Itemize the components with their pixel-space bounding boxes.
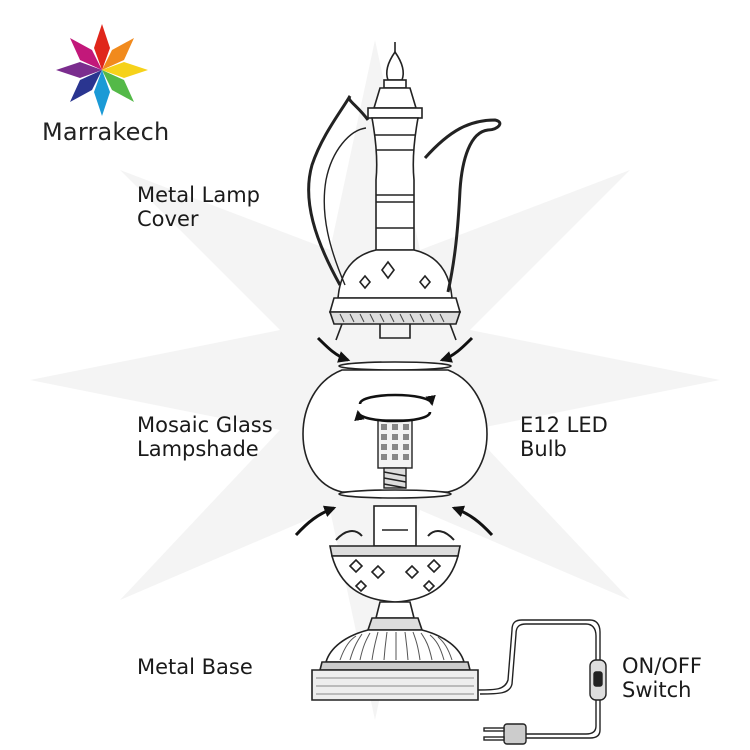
logo-petal bbox=[70, 70, 102, 102]
brand-name: Marrakech bbox=[42, 118, 170, 146]
assembly-arrow bbox=[439, 336, 474, 363]
label-metal-lamp-cover: Metal Lamp Cover bbox=[137, 183, 260, 231]
on-off-switch-icon bbox=[589, 659, 607, 701]
assembly-arrow bbox=[316, 336, 351, 363]
logo-petal bbox=[56, 62, 102, 78]
label-line: Lampshade bbox=[137, 437, 259, 461]
power-cord bbox=[477, 619, 601, 739]
label-line: E12 LED bbox=[520, 413, 608, 437]
label-e12-led-bulb: E12 LED Bulb bbox=[520, 413, 608, 461]
assembly-arrow bbox=[451, 505, 494, 537]
label-on-off-switch: ON/OFF Switch bbox=[622, 654, 702, 702]
label-line: ON/OFF bbox=[622, 654, 703, 678]
label-line: Switch bbox=[622, 678, 692, 702]
assembly-arrow bbox=[294, 505, 337, 537]
logo-petal bbox=[102, 70, 134, 102]
power-plug-icon bbox=[483, 723, 527, 745]
logo-petal bbox=[70, 38, 102, 70]
metal-base bbox=[311, 505, 479, 701]
logo-petal bbox=[94, 70, 110, 116]
metal-lamp-cover bbox=[307, 42, 502, 341]
label-line: Metal Lamp bbox=[137, 183, 261, 207]
logo-petal bbox=[94, 24, 110, 70]
label-line: Bulb bbox=[520, 437, 567, 461]
brand-logo-icon bbox=[56, 24, 148, 116]
rotate-arrows-icon bbox=[354, 393, 436, 423]
label-metal-base: Metal Base bbox=[137, 655, 253, 679]
label-line: Mosaic Glass bbox=[137, 413, 273, 437]
label-line: Metal Base bbox=[137, 655, 253, 679]
e12-led-bulb bbox=[377, 419, 413, 489]
logo-petal bbox=[102, 38, 134, 70]
logo-petal bbox=[102, 62, 148, 78]
label-line: Cover bbox=[137, 207, 199, 231]
label-mosaic-glass-lampshade: Mosaic Glass Lampshade bbox=[137, 413, 273, 461]
